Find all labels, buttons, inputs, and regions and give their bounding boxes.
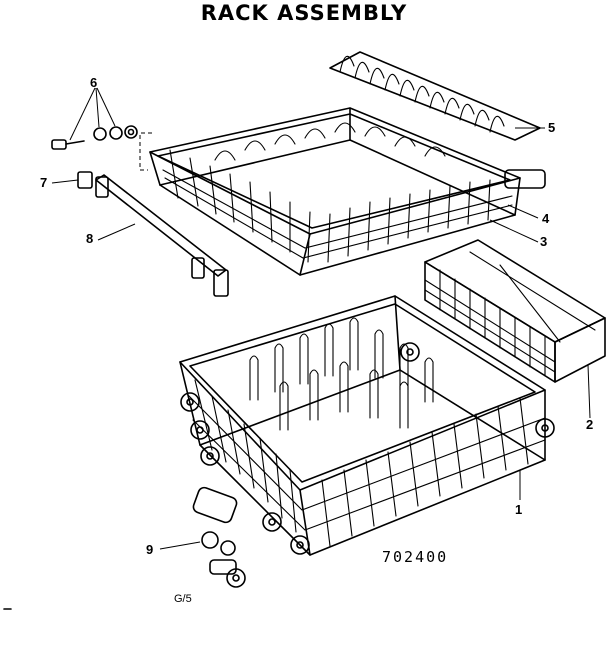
- callout-4: 4: [542, 211, 550, 226]
- lower-rack-part-1: [179, 295, 555, 556]
- roller-clips-part-9: [159, 486, 246, 588]
- callout-7: 7: [40, 175, 48, 190]
- upper-rack-part-3: [149, 107, 546, 276]
- drawing-number: 702400: [382, 548, 449, 566]
- callout-1: 1: [515, 502, 523, 517]
- rack-rail-part-8: [95, 174, 229, 297]
- callout-8: 8: [86, 231, 94, 246]
- diagram-title: RACK ASSEMBLY: [200, 1, 408, 25]
- cup-shelf-part-5: [329, 51, 545, 141]
- assembly-guide-line: [139, 132, 152, 171]
- callout-9: 9: [146, 542, 154, 557]
- callout-6: 6: [90, 75, 98, 90]
- callout-5: 5: [548, 120, 556, 135]
- callout-2: 2: [586, 417, 594, 432]
- end-cap-part-7: [51, 171, 93, 189]
- screw-and-washers-part-6: [51, 87, 138, 150]
- callout-3: 3: [540, 234, 548, 249]
- sheet-code: G/5: [174, 593, 192, 605]
- silverware-basket-part-2: [424, 239, 606, 419]
